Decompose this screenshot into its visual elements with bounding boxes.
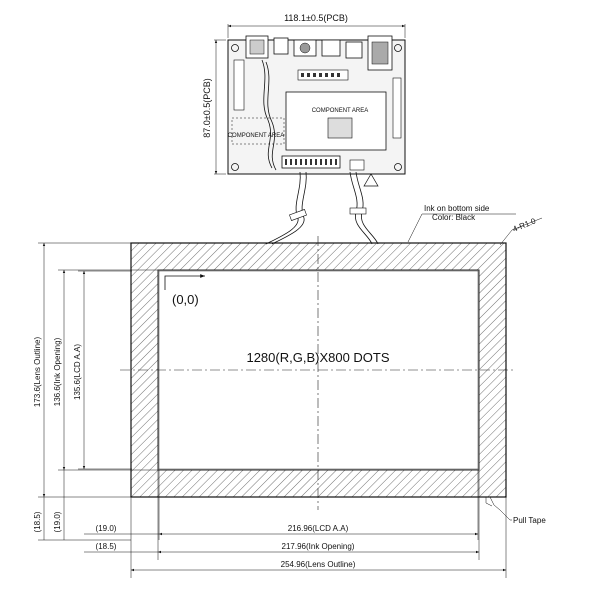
pull-tape-label: Pull Tape	[513, 516, 546, 525]
connector	[273, 37, 289, 55]
vertical-dimensions	[38, 242, 158, 541]
connector	[321, 39, 341, 57]
lens-outline-width-label: 254.96(Lens Outline)	[281, 560, 356, 569]
side-header	[233, 59, 245, 111]
ink-opening-width-label: 217.96(Ink Opening)	[282, 542, 355, 551]
display-panel	[120, 236, 516, 521]
left-offset-ink-label: (18.5)	[96, 542, 117, 551]
radius-leader	[499, 229, 513, 246]
horizontal-dimensions	[84, 470, 507, 578]
pcb-board	[227, 35, 406, 187]
component-area-label: COMPONENT AREA	[312, 108, 369, 114]
mounting-hole	[231, 163, 239, 171]
fpc-cable	[265, 171, 379, 245]
ink-opening-height-label: 136.6(Ink Opening)	[53, 337, 62, 406]
pin-header	[297, 69, 349, 81]
corner-radius-label: 4-R1.0	[511, 216, 537, 234]
ink-note-line1: Ink on bottom side	[424, 204, 490, 213]
mounting-hole	[394, 44, 402, 52]
connector	[345, 41, 363, 59]
ink-note-leader	[407, 213, 423, 243]
bottom-offset-lcd-label: (19.0)	[53, 511, 62, 532]
mounting-hole	[394, 163, 402, 171]
resolution-label: 1280(R,G,B)X800 DOTS	[246, 350, 389, 365]
pcb-height-label: 87.0±0.5(PCB)	[202, 78, 212, 137]
ink-note-line2: Color: Black	[432, 213, 476, 222]
component-area-label: COMPONENT AREA	[228, 133, 285, 139]
bottom-offset-lens-label: (18.5)	[33, 511, 42, 532]
side-header	[392, 77, 402, 139]
warning-icon	[363, 173, 379, 187]
mounting-hole	[231, 44, 239, 52]
pull-tape	[489, 496, 511, 521]
component-area-box	[231, 117, 285, 145]
lcd-aa-height-label: 135.6(LCD A.A)	[73, 344, 82, 400]
cable	[261, 59, 273, 169]
origin-label: (0,0)	[172, 292, 199, 307]
lens-outline-height-label: 173.6(Lens Outline)	[33, 337, 42, 408]
lcd-aa-width-label: 216.96(LCD A.A)	[288, 524, 349, 533]
left-offset-lcd-label: (19.0)	[96, 524, 117, 533]
ink-border	[131, 243, 506, 497]
origin-arrow	[164, 274, 205, 290]
pcb-width-label: 118.1±0.5(PCB)	[284, 13, 348, 23]
